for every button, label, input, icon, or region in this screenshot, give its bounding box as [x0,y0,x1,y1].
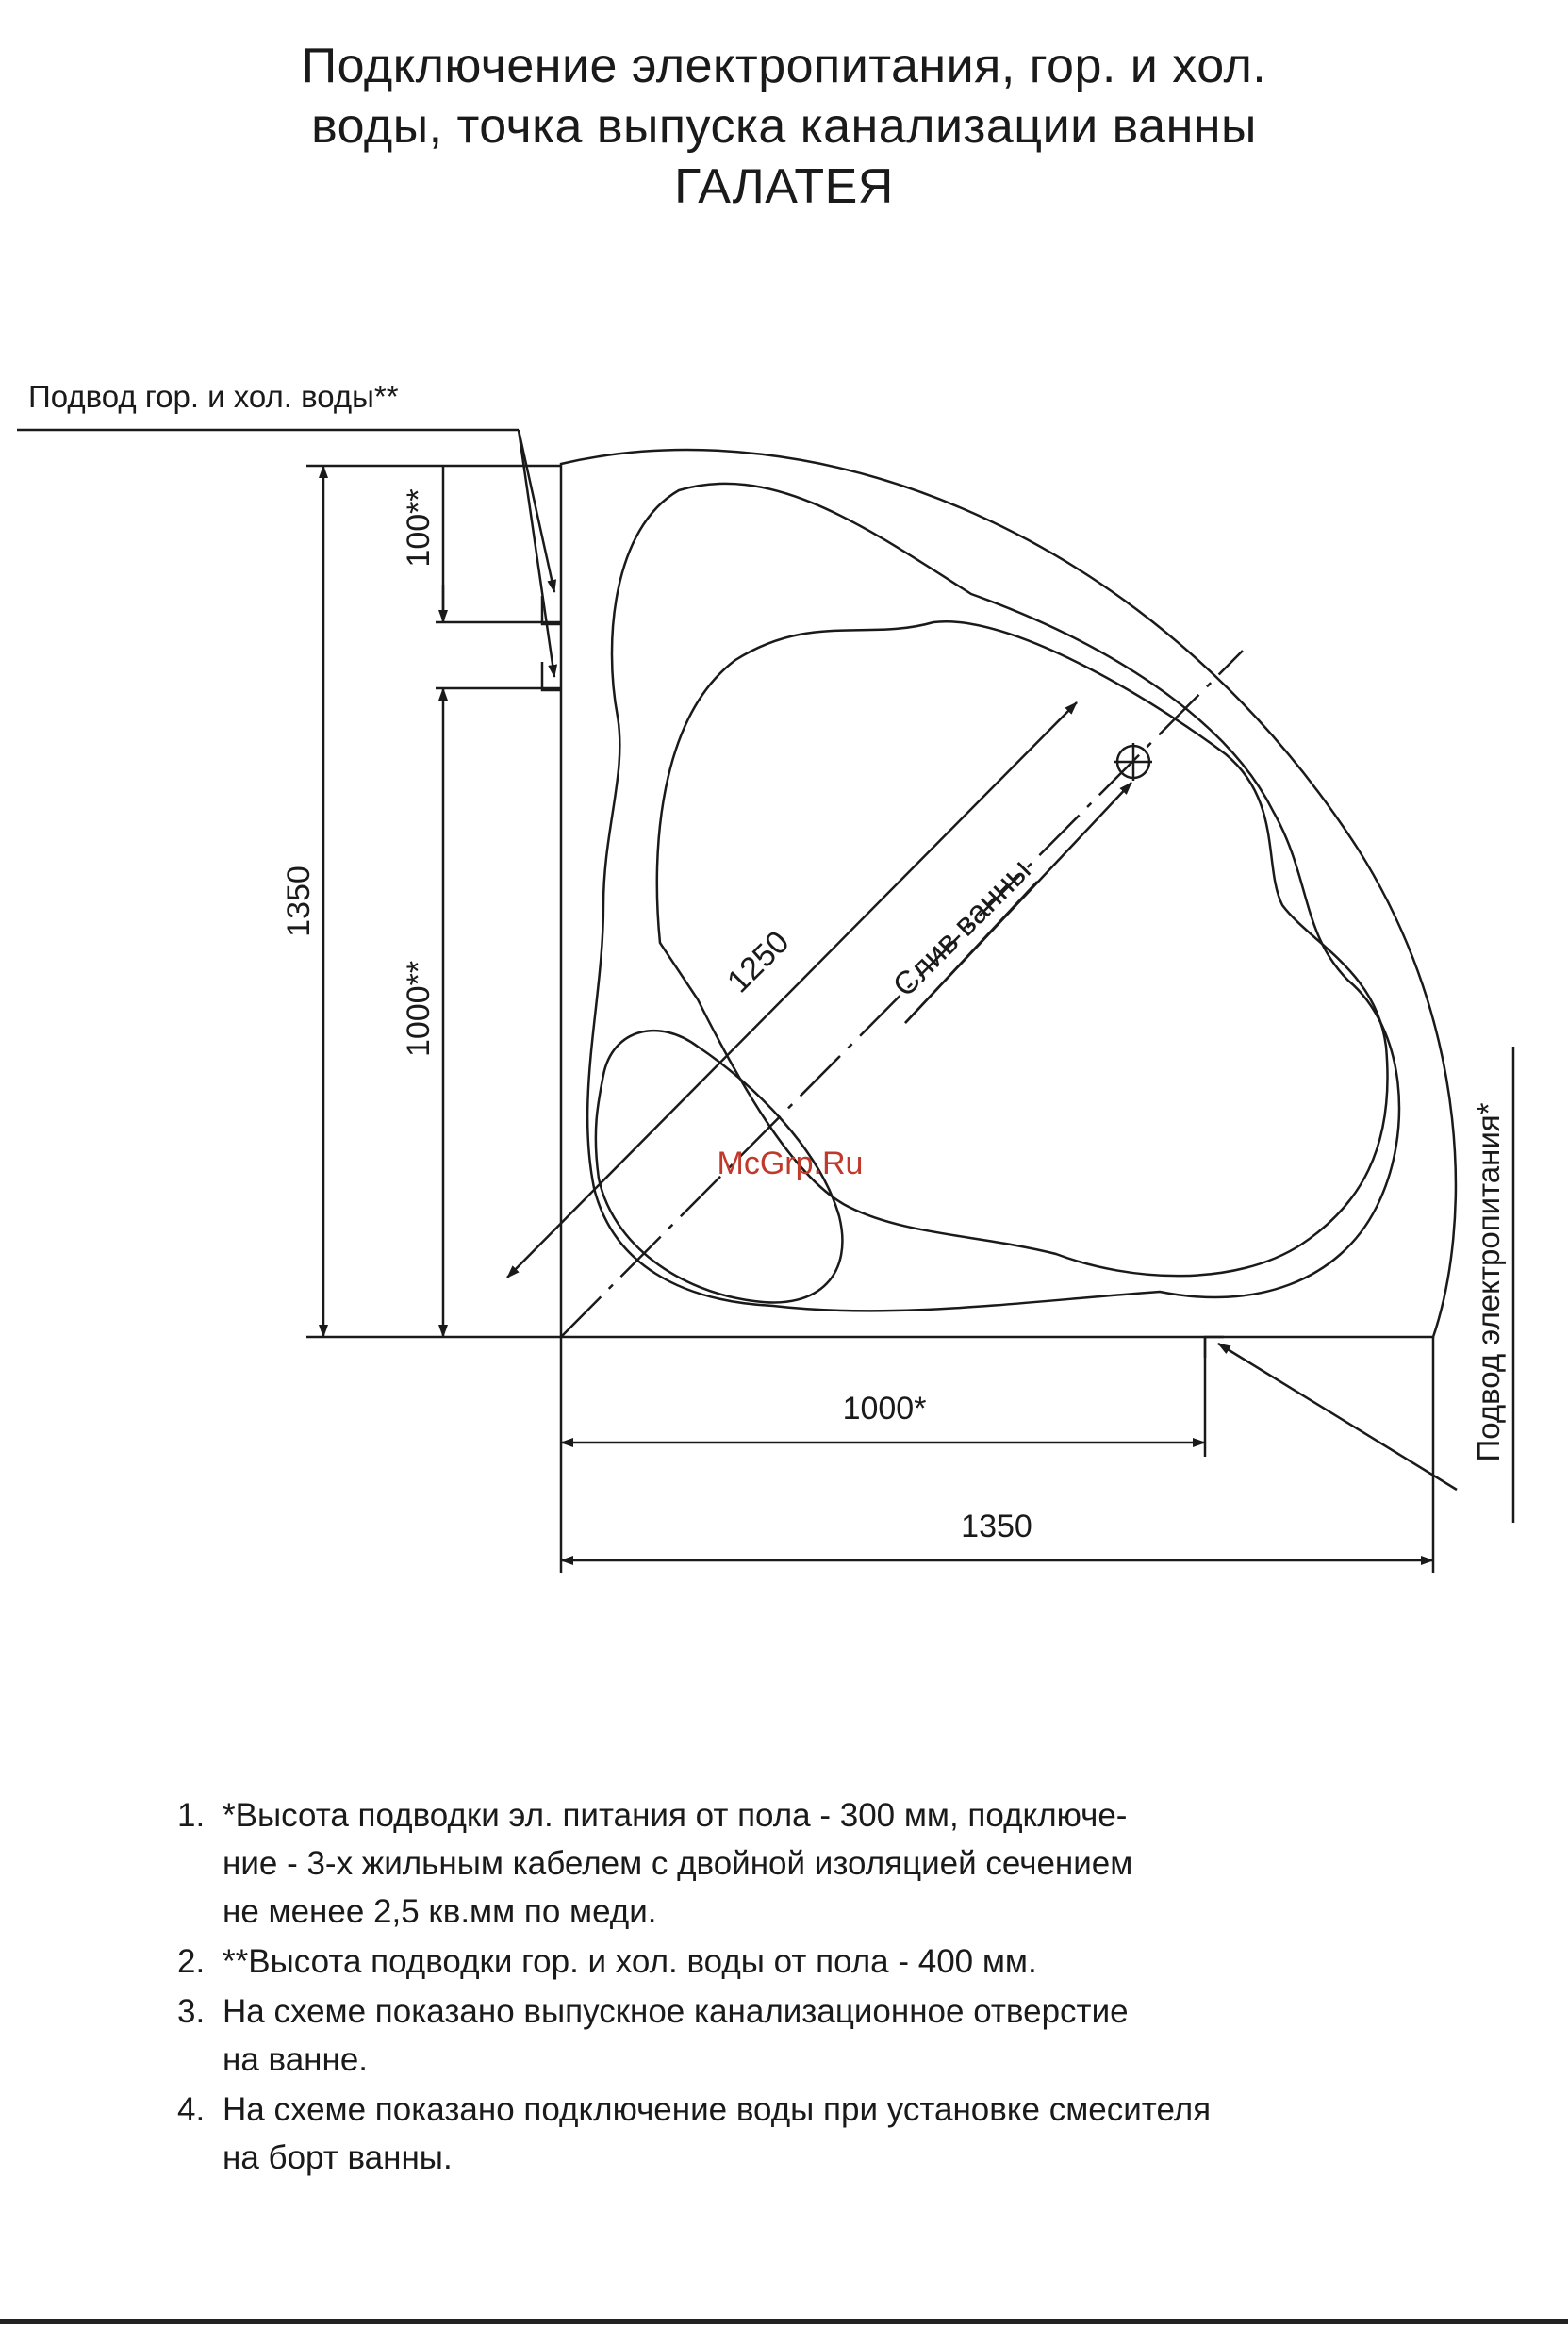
notes-list: 1. *Высота подводки эл. питания от пола … [177,1791,1497,2184]
note-text: *Высота подводки эл. питания от пола - 3… [223,1797,1133,1930]
dimension-label-1000-horizontal: 1000* [843,1391,927,1427]
water-supply-leader-1 [517,429,557,593]
water-supply-leader-2 [517,429,558,678]
note-item: 4. На схеме показано подключение воды пр… [177,2086,1497,2182]
dimension-label-1250: 1250 [720,924,796,999]
power-supply-leader [1217,1342,1458,1492]
tub-diagonal-axis [560,650,1244,1338]
title-line-2: воды, точка выпуска канализации ванны [311,99,1257,154]
water-inlet-mark-cold [540,662,561,692]
note-item: 3. На схеме показано выпускное канализац… [177,1988,1497,2084]
dimension-label-1350-vertical: 1350 [281,866,317,937]
note-item: 1. *Высота подводки эл. питания от пола … [177,1791,1497,1936]
note-text: На схеме показано подключение воды при у… [223,2091,1212,2176]
power-inlet-mark [1203,1335,1224,1358]
water-inlet-mark-hot [540,596,561,626]
water-supply-label: Подвод гор. и хол. воды** [28,379,399,414]
dimension-label-100: 100** [401,488,437,567]
note-number: 1. [177,1797,206,1834]
page-title: Подключение электропитания, гор. и хол. … [0,36,1568,217]
title-line-1: Подключение электропитания, гор. и хол. [301,39,1267,93]
title-line-3: ГАЛАТЕЯ [674,159,894,214]
drain-label-underline [904,881,1038,1024]
note-number: 3. [177,1993,206,2030]
note-text: На схеме показано выпускное канализацион… [223,1993,1129,2078]
note-item: 2. **Высота подводки гор. и хол. воды от… [177,1938,1497,1986]
note-number: 2. [177,1943,206,1980]
dimension-label-1350-horizontal: 1350 [961,1509,1032,1544]
note-text: **Высота подводки гор. и хол. воды от по… [223,1943,1037,1980]
tub-outer-outline [559,448,1458,1339]
note-number: 4. [177,2091,206,2128]
power-supply-label: Подвод электропитания* [1471,1102,1506,1461]
watermark-logo: McGrp.Ru [718,1146,864,1181]
dimension-line-1250 [506,701,1078,1278]
drain-label: Слив ванны [886,852,1038,1004]
dimension-label-1000-vertical: 1000** [401,961,437,1057]
page-bottom-rule [0,2319,1568,2324]
